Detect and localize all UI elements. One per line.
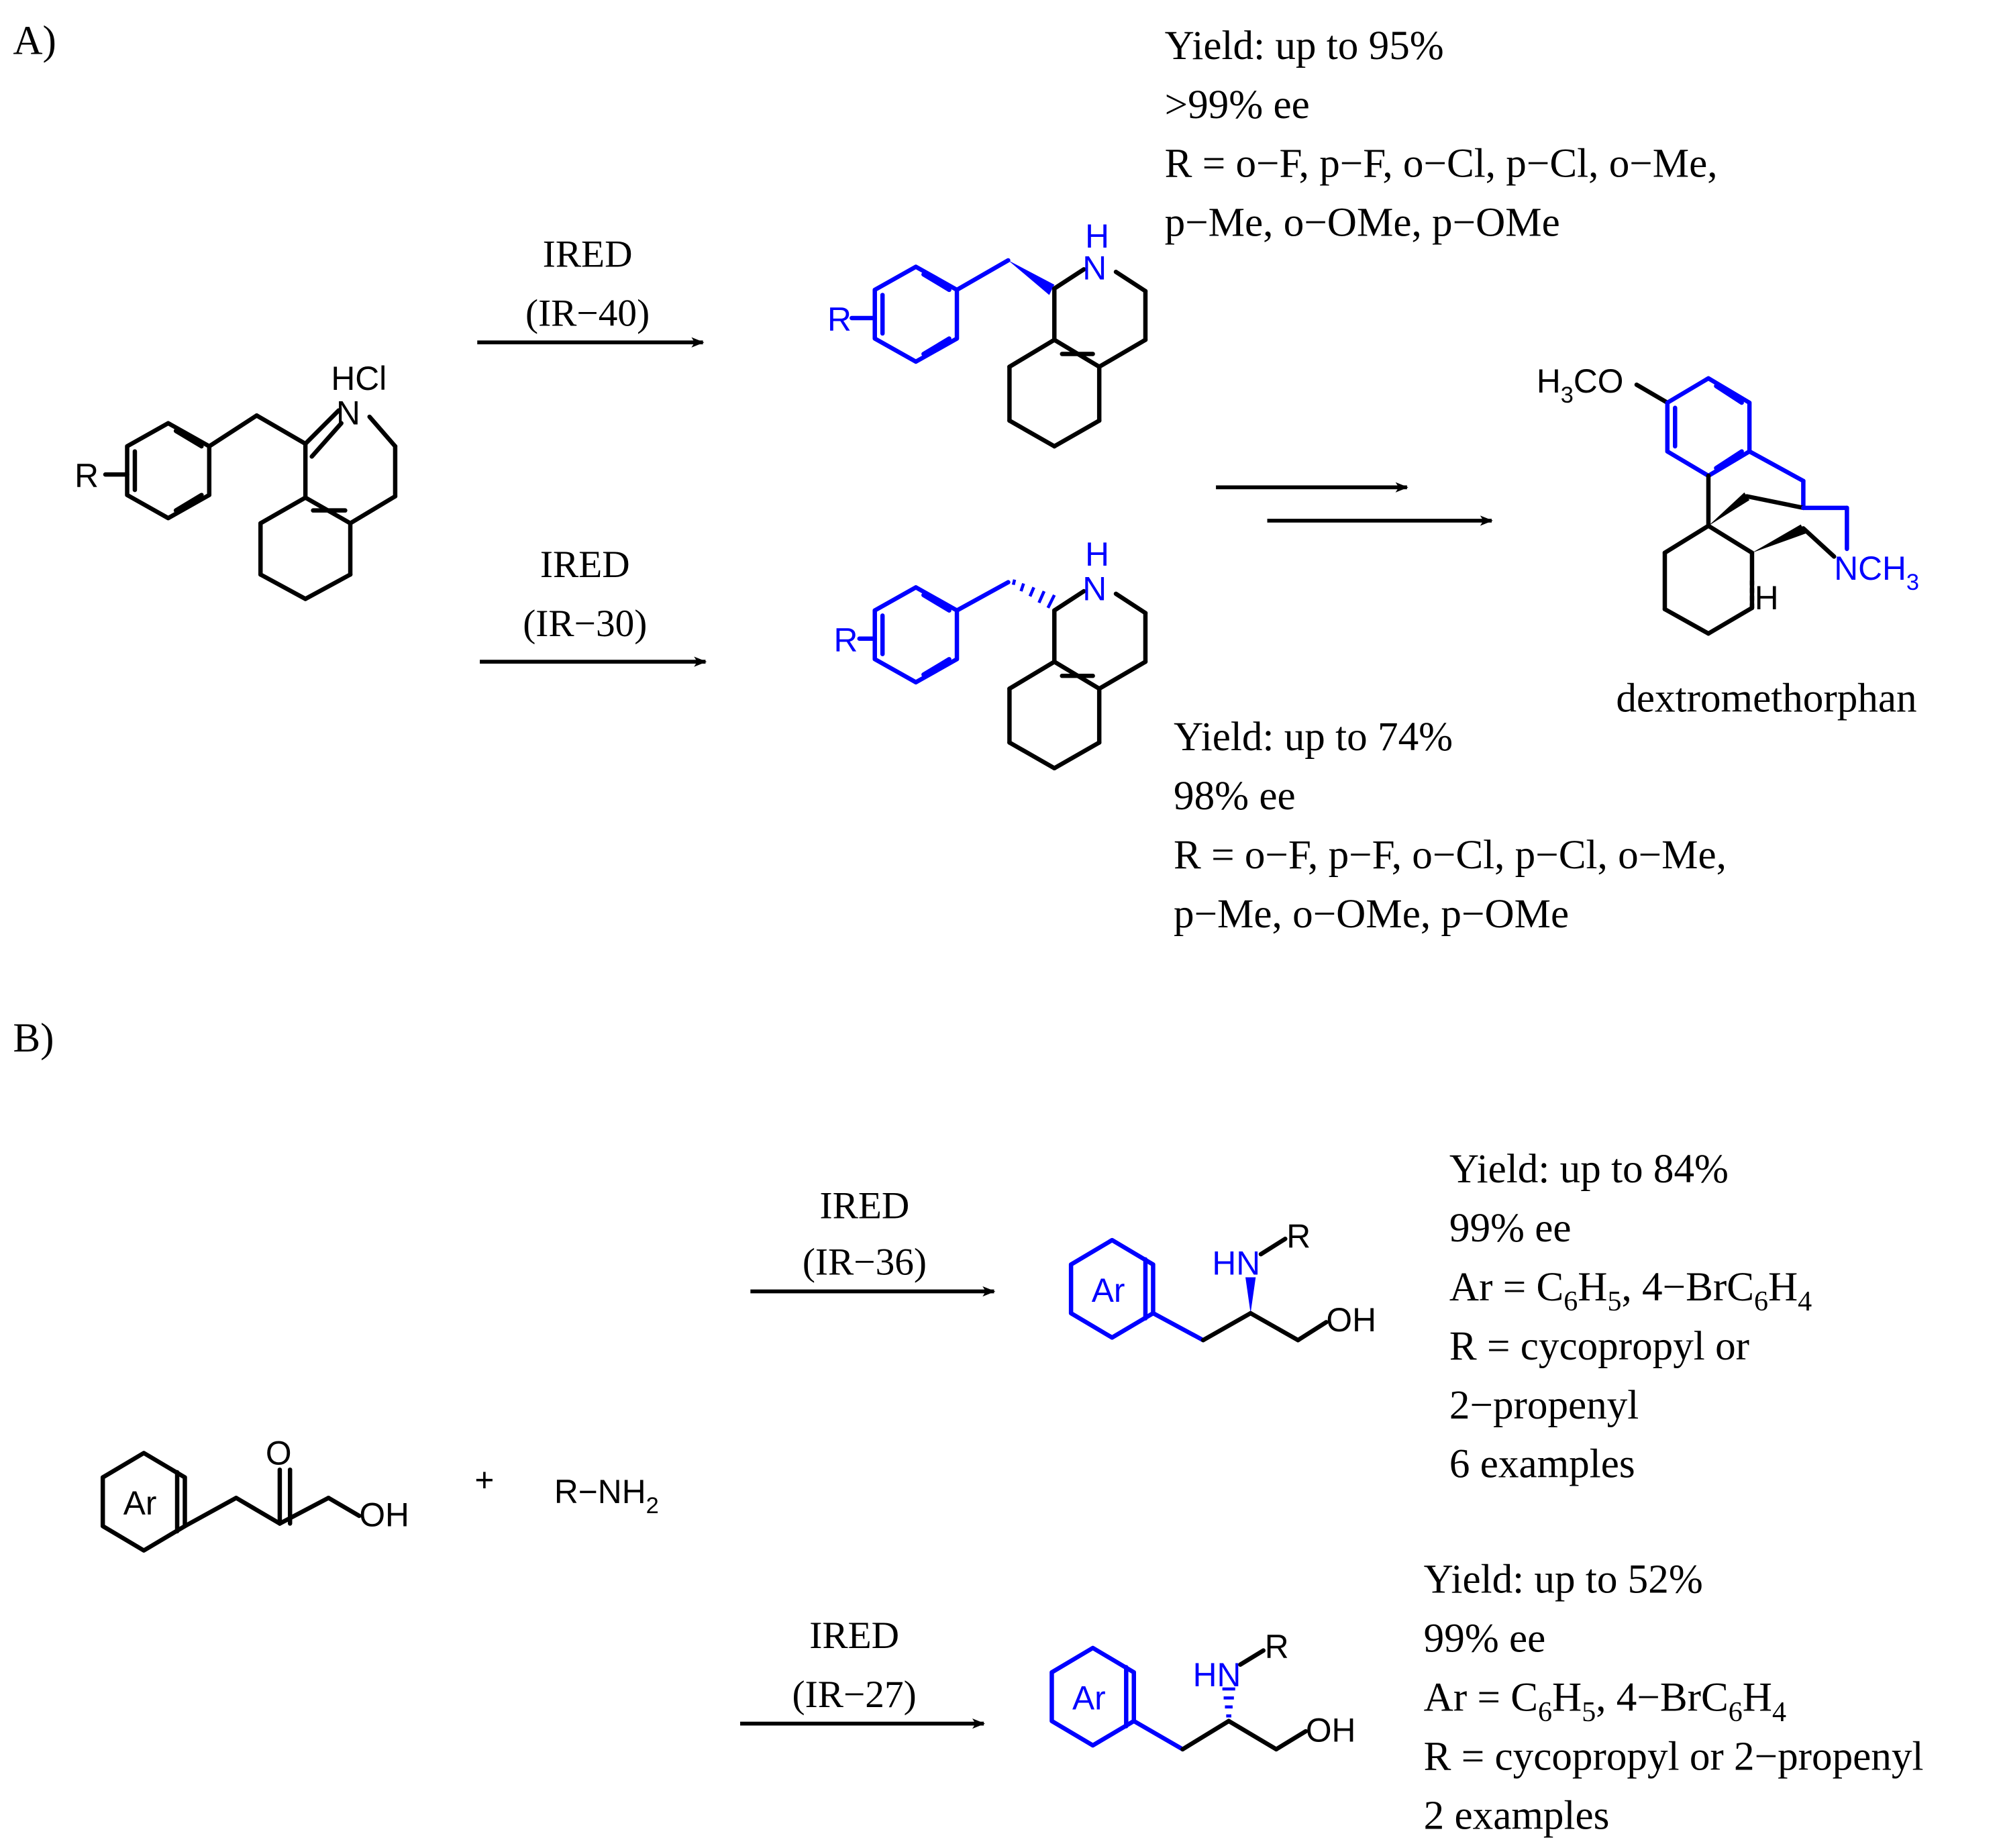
- product-ir40-aryl-ring: [872, 264, 960, 364]
- product-ir40-nh-h: H: [1085, 217, 1109, 255]
- substrate-dihydroisoquinoline: R HCl N: [74, 360, 398, 601]
- substrate-hydroxyketone: Ar O OH: [100, 1435, 409, 1553]
- product-ir27-oh: OH: [1306, 1711, 1356, 1749]
- product-ir36-r: R: [1286, 1218, 1311, 1255]
- substrate-r-label: R: [74, 457, 99, 495]
- ir40-r-list-1: R = o−F, p−F, o−Cl, p−Cl, o−Me,: [1165, 142, 1718, 187]
- h3co-co: CO: [1574, 362, 1624, 400]
- ir36-ee: 99% ee: [1449, 1206, 1572, 1251]
- ir30-r-list-1: R = o−F, p−F, o−Cl, p−Cl, o−Me,: [1174, 833, 1727, 878]
- product-ir40-wedge: [1008, 260, 1055, 295]
- ir40-r-list-2: p−Me, o−OMe, p−OMe: [1165, 201, 1560, 246]
- panel-a-label: A): [13, 18, 56, 63]
- panel-b-label: B): [13, 1016, 54, 1061]
- product-ir27-ar-label: Ar: [1072, 1680, 1106, 1717]
- product-ir36-oh: OH: [1326, 1301, 1376, 1339]
- product-ir30-nh-h: H: [1085, 535, 1109, 573]
- nch3-sub: 3: [1906, 570, 1919, 595]
- ir30-yield: Yield: up to 74%: [1174, 715, 1453, 760]
- substrate-ar-label: Ar: [123, 1484, 157, 1522]
- ir27-ee: 99% ee: [1424, 1616, 1546, 1661]
- ir27-results: Yield: up to 52% 99% ee Ar = C6H5, 4−BrC…: [1424, 1557, 1924, 1839]
- ir27-enzyme: IRED: [809, 1614, 899, 1657]
- amine-prefix: R−NH: [554, 1473, 646, 1510]
- product-ir27-ar-ring: [1049, 1645, 1137, 1748]
- ir40-enzyme: IRED: [543, 234, 633, 276]
- ir30-r-list-2: p−Me, o−OMe, p−OMe: [1174, 892, 1569, 937]
- ir30-results: Yield: up to 74% 98% ee R = o−F, p−F, o−…: [1174, 715, 1727, 937]
- product-ir27-hash-bond: [1222, 1687, 1235, 1718]
- product-ir30-tetrahydroisoquinoline: R H N: [834, 535, 1148, 771]
- substrate-o-label: O: [266, 1435, 292, 1472]
- product-ir27-hn: HN: [1193, 1656, 1241, 1694]
- product-ir40-tetrahydroisoquinoline: R H N: [827, 217, 1148, 449]
- ir36-results: Yield: up to 84% 99% ee Ar = C6H5, 4−BrC…: [1449, 1147, 1812, 1487]
- nch3-n: NCH: [1834, 550, 1906, 587]
- product-ir36-hn: HN: [1212, 1245, 1260, 1282]
- dextromethorphan-wedge-1: [1708, 492, 1750, 526]
- product-ir36-ar-ring: [1068, 1237, 1156, 1340]
- product-ir30-r-label: R: [834, 621, 858, 659]
- ir40-results: Yield: up to 95% >99% ee R = o−F, p−F, o…: [1165, 23, 1718, 246]
- substrate-benzene-ring: [125, 421, 212, 521]
- amine-sub: 2: [646, 1493, 659, 1519]
- dextromethorphan-structure: H3CO NCH3 H: [1537, 362, 1919, 636]
- substrate-n-label: N: [336, 395, 360, 432]
- product-ir36-ar-label: Ar: [1092, 1272, 1125, 1309]
- ir36-ar-list: Ar = C6H5, 4−BrC6H4: [1449, 1265, 1812, 1317]
- ir36-r-list-2: 2−propenyl: [1449, 1383, 1639, 1428]
- dextromethorphan-bridge-h: H: [1755, 579, 1779, 617]
- ir36-r-list-1: R = cycopropyl or: [1449, 1324, 1749, 1369]
- product-ir36-wedge: [1245, 1277, 1256, 1314]
- h3co-h: H: [1537, 362, 1561, 400]
- dextromethorphan-aryl-ring: [1665, 376, 1752, 478]
- svg-text:H3CO: H3CO: [1537, 362, 1624, 408]
- ir40-yield: Yield: up to 95%: [1165, 23, 1444, 68]
- product-ir30-hash-bond: [1011, 579, 1056, 609]
- product-ir36-aminoalcohol: Ar HN R OH: [1068, 1218, 1376, 1343]
- svg-text:NCH3: NCH3: [1834, 550, 1919, 595]
- substrate-ar-ring: [100, 1451, 187, 1553]
- product-ir40-r-label: R: [827, 301, 852, 338]
- dextromethorphan-label: dextromethorphan: [1616, 676, 1916, 721]
- product-ir27-aminoalcohol: Ar HN R OH: [1049, 1628, 1356, 1752]
- product-ir30-n: N: [1082, 570, 1107, 607]
- ir30-ee: 98% ee: [1174, 774, 1296, 819]
- ir36-examples: 6 examples: [1449, 1442, 1635, 1487]
- ir40-variant: (IR−40): [525, 292, 650, 334]
- substrate-oh-label: OH: [359, 1496, 409, 1533]
- ir27-r-list: R = cycopropyl or 2−propenyl: [1424, 1734, 1924, 1779]
- product-ir27-r: R: [1265, 1628, 1289, 1665]
- ir27-ar-list: Ar = C6H5, 4−BrC6H4: [1424, 1676, 1786, 1728]
- product-ir40-n: N: [1082, 250, 1107, 287]
- h3co-sub: 3: [1561, 382, 1574, 408]
- ir27-yield: Yield: up to 52%: [1424, 1557, 1703, 1602]
- ir36-enzyme: IRED: [820, 1185, 910, 1227]
- ir40-ee: >99% ee: [1165, 83, 1310, 127]
- ir27-examples: 2 examples: [1424, 1793, 1610, 1838]
- ir27-variant: (IR−27): [792, 1674, 917, 1716]
- ir36-variant: (IR−36): [803, 1241, 927, 1284]
- ir30-enzyme: IRED: [540, 544, 630, 586]
- plus-sign: +: [474, 1461, 494, 1499]
- ir30-variant: (IR−30): [523, 603, 647, 645]
- amine-reagent: R−NH2: [554, 1473, 659, 1519]
- product-ir30-aryl-ring: [872, 585, 960, 684]
- ir36-yield: Yield: up to 84%: [1449, 1147, 1729, 1192]
- substrate-hcl-label: HCl: [331, 360, 387, 397]
- dextromethorphan-wedge-2: [1751, 524, 1806, 553]
